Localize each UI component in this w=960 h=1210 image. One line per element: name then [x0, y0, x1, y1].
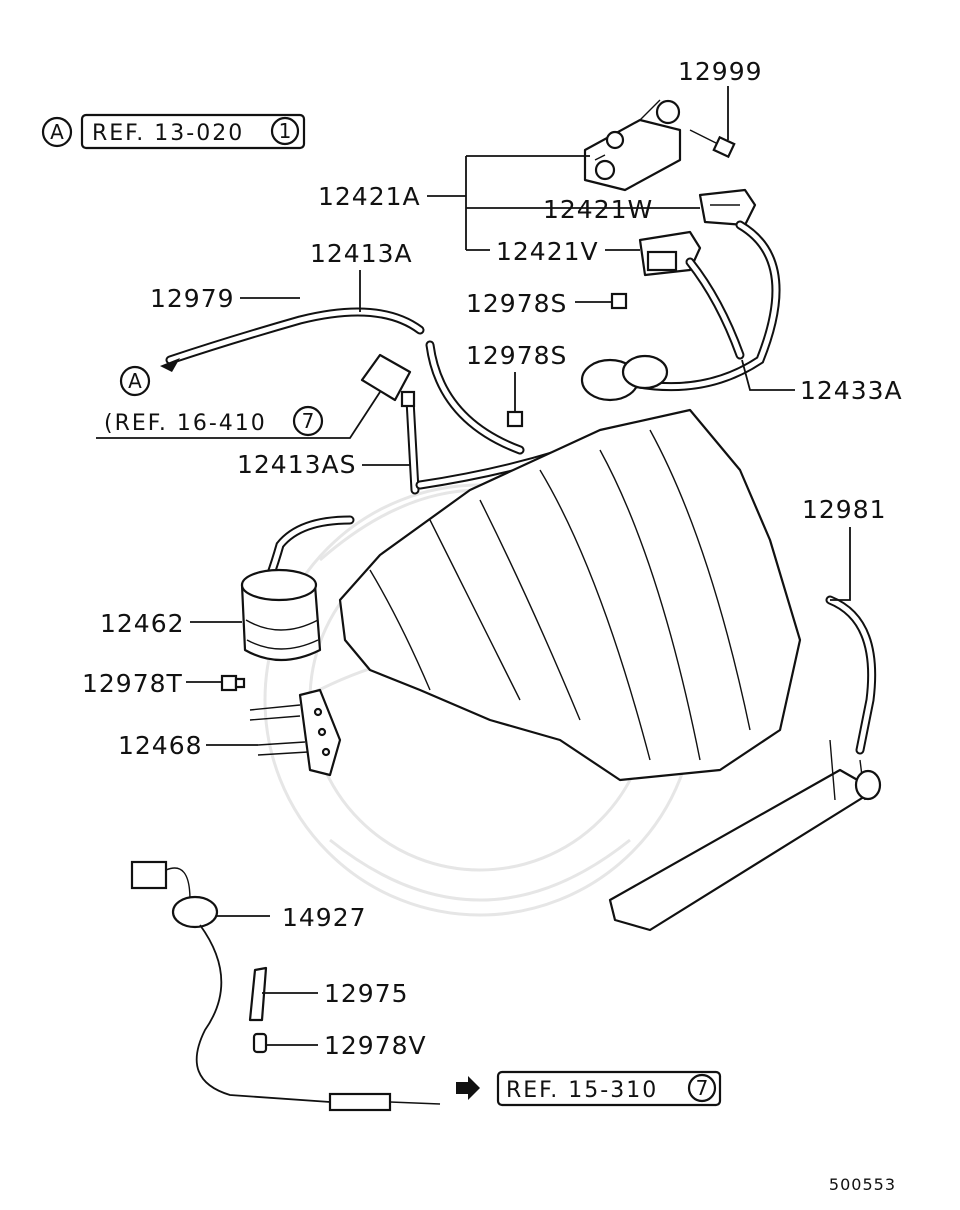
label-12421w[interactable]: 12421W [543, 195, 653, 224]
ref-16-410-circled: 7 [302, 409, 315, 433]
ref-13-020-text: REF. 13-020 [92, 121, 244, 146]
vacuum-hoses [160, 220, 877, 755]
label-12999[interactable]: 12999 [678, 57, 763, 86]
label-12468[interactable]: 12468 [118, 731, 203, 760]
label-12462[interactable]: 12462 [100, 609, 185, 638]
label-12978s-lower[interactable]: 12978S [466, 341, 567, 370]
label-12979[interactable]: 12979 [150, 284, 235, 313]
bolt-12978v [252, 1032, 268, 1054]
bolt-12978t [220, 674, 246, 692]
label-12413a[interactable]: 12413A [310, 239, 413, 268]
canister [240, 568, 322, 662]
bolt-12978s-lower [506, 410, 524, 428]
ref-16-410-callout[interactable]: (REF. 16-410 7 [104, 405, 324, 437]
label-12978t[interactable]: 12978T [82, 669, 183, 698]
ref-13-020-callout[interactable]: A REF. 13-020 1 [41, 113, 306, 150]
label-14927[interactable]: 14927 [282, 903, 367, 932]
ref-15-310-circled: 7 [696, 1076, 709, 1100]
ref-16-410-text: (REF. 16-410 [104, 411, 267, 436]
label-12978s-upper[interactable]: 12978S [466, 289, 567, 318]
ref-15-310-callout[interactable]: REF. 15-310 7 [496, 1070, 722, 1107]
leader-lines [96, 86, 851, 1046]
sensor-14927-assembly [130, 860, 441, 1112]
label-12433a[interactable]: 12433A [800, 376, 903, 405]
clip-12975 [248, 966, 268, 1022]
arrow-marker-a[interactable]: A [119, 365, 151, 397]
bolt-12978s-upper [610, 292, 628, 310]
sensor-cap [360, 353, 416, 408]
ref-15-310-text: REF. 15-310 [506, 1078, 658, 1103]
fuel-rail [608, 739, 882, 932]
ref-marker-a: A [50, 120, 64, 144]
label-12978v[interactable]: 12978V [324, 1031, 427, 1060]
intake-manifold [338, 354, 802, 782]
label-12421a[interactable]: 12421A [318, 182, 421, 211]
bracket-12468 [249, 688, 342, 777]
label-12981[interactable]: 12981 [802, 495, 887, 524]
diagram-number: 500553 [829, 1175, 896, 1194]
ref-13-020-circled: 1 [279, 119, 292, 143]
label-12975[interactable]: 12975 [324, 979, 409, 1008]
label-12413as[interactable]: 12413AS [237, 450, 357, 479]
label-12421v[interactable]: 12421V [496, 237, 599, 266]
arrow-marker-a-text: A [128, 369, 142, 393]
solenoid-bracket-assembly [583, 99, 757, 277]
ref-15-310-arrow [456, 1076, 480, 1100]
